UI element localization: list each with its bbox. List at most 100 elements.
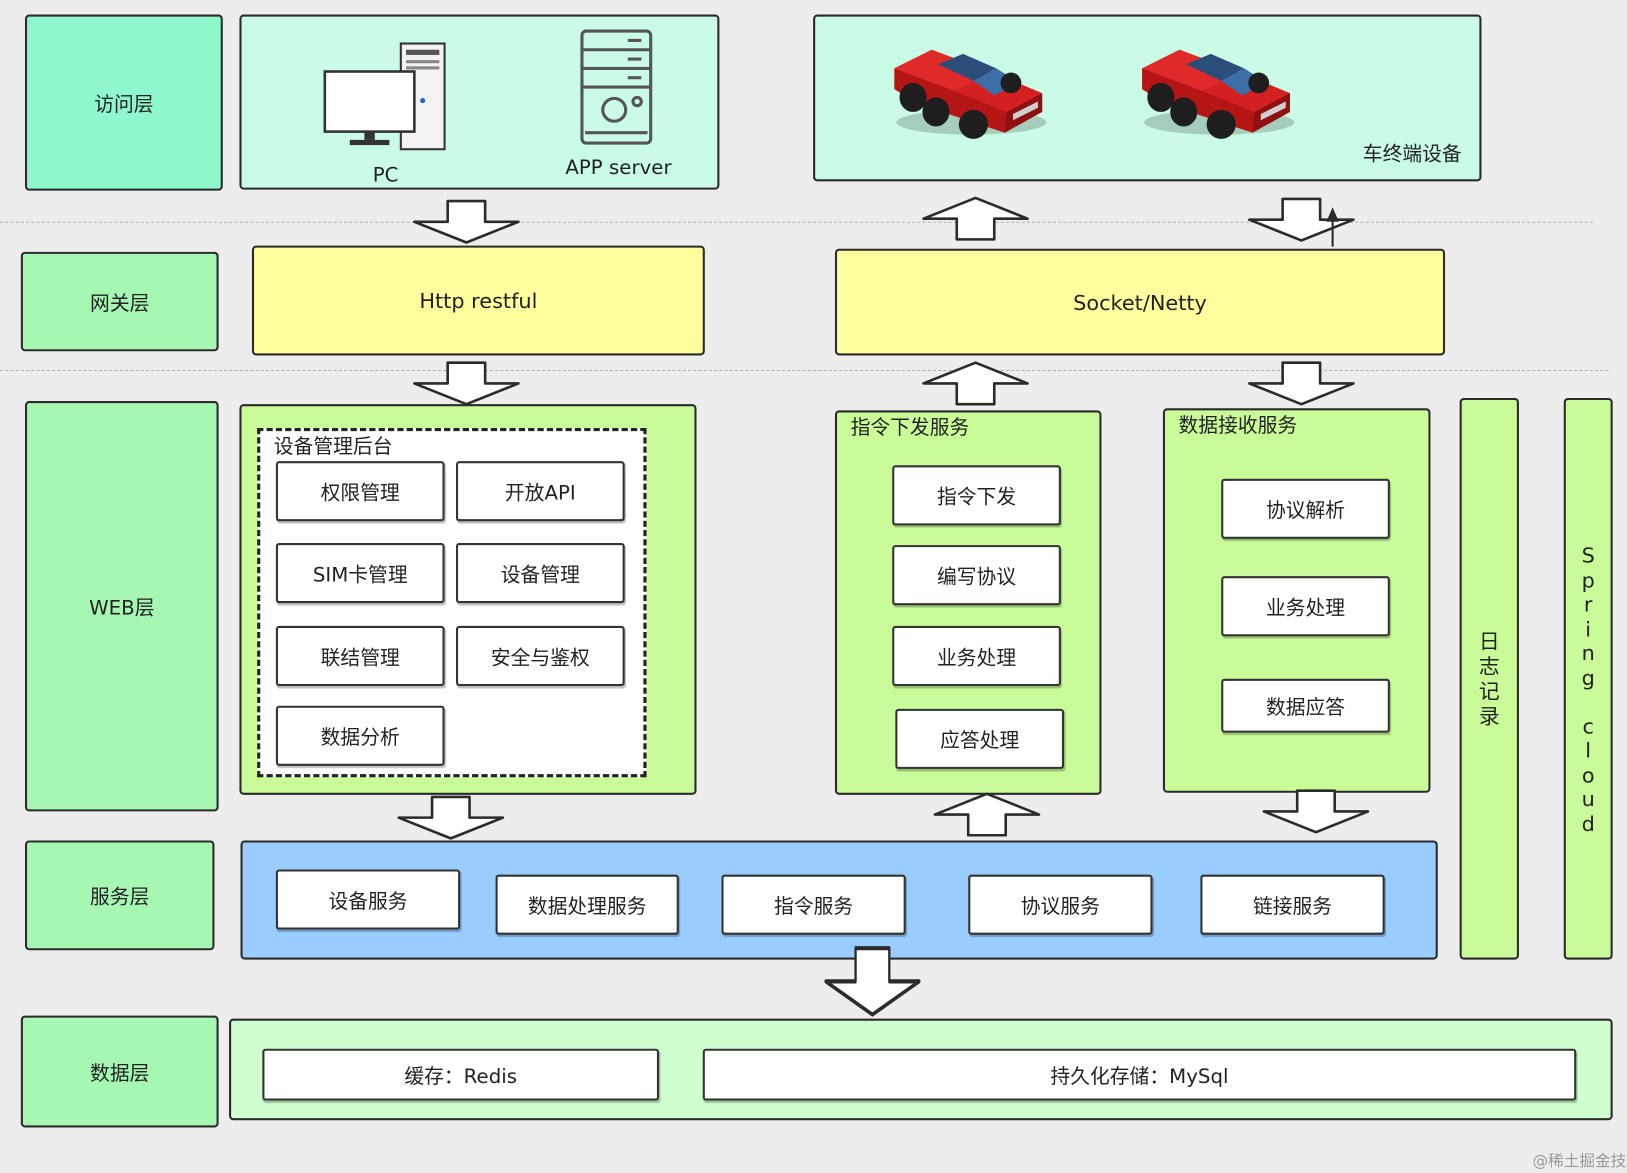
response-processing-label: 应答处理	[940, 729, 1020, 752]
command-service-label: 指令服务	[774, 894, 854, 918]
app-server-label: APP server	[565, 156, 672, 180]
layer-access-label: 访问层	[94, 92, 154, 116]
http-restful-gateway: Http restful	[251, 245, 705, 356]
sim-card-management: SIM卡管理	[275, 543, 445, 604]
spring-char: p	[1581, 567, 1595, 593]
layer-gateway-label: 网关层	[90, 291, 150, 315]
spring-char: g	[1581, 664, 1595, 690]
log-char: 日	[1478, 629, 1500, 654]
layer-data: 数据层	[20, 1015, 219, 1128]
separator-line	[0, 369, 1609, 371]
device-service-label: 设备服务	[328, 889, 408, 913]
socket-netty-gateway: Socket/Netty	[834, 248, 1446, 356]
spring-char: n	[1581, 640, 1595, 666]
data-processing-service-label: 数据处理服务	[527, 894, 647, 918]
protocol-parsing-label: 协议解析	[1265, 498, 1346, 522]
arrow-up-icon	[933, 792, 1041, 837]
command-business-processing: 业务处理	[892, 625, 1061, 687]
log-record-column	[1459, 397, 1519, 960]
arrow-down-icon	[413, 361, 520, 406]
sim-card-management-label: SIM卡管理	[312, 563, 408, 587]
separator-line	[0, 221, 1593, 223]
command-dispatch: 指令下发	[892, 465, 1061, 526]
connection-management-label: 联结管理	[320, 646, 400, 669]
device-management: 设备管理	[456, 543, 625, 604]
write-protocol: 编写协议	[892, 545, 1061, 606]
command-service: 指令服务	[721, 874, 906, 935]
admin-title: 设备管理后台	[273, 435, 393, 459]
server-icon	[580, 29, 653, 145]
arrow-up-icon	[922, 196, 1029, 241]
arrow-down-icon	[397, 795, 505, 840]
layer-data-label: 数据层	[90, 1061, 150, 1085]
cache-redis-label: 缓存：Redis	[404, 1064, 518, 1088]
http-restful-label: Http restful	[419, 288, 538, 313]
arrow-down-icon	[1248, 361, 1355, 406]
spring-char: o	[1581, 762, 1595, 788]
layer-gateway: 网关层	[20, 251, 219, 352]
spring-char: c	[1582, 713, 1594, 739]
link-service-label: 链接服务	[1252, 894, 1333, 918]
data-analysis-label: 数据分析	[320, 725, 400, 749]
arrow-up-icon	[922, 361, 1029, 406]
pc-label: PC	[372, 163, 399, 187]
device-service: 设备服务	[275, 869, 461, 930]
protocol-service: 协议服务	[968, 874, 1153, 935]
open-api-label: 开放API	[504, 481, 576, 505]
protocol-parsing: 协议解析	[1221, 478, 1390, 539]
access-clients-box	[239, 14, 720, 190]
cache-redis: 缓存：Redis	[262, 1048, 660, 1101]
connection-management: 联结管理	[275, 625, 445, 687]
command-service-title: 指令下发服务	[850, 416, 970, 440]
watermark: @稀土掘金技术社区	[1532, 1151, 1627, 1170]
open-api: 开放API	[456, 461, 625, 522]
spring-cloud-text: S p r i n g c l o u d	[1564, 544, 1613, 836]
layer-access: 访问层	[24, 14, 223, 191]
persistent-mysql-label: 持久化存储：MySql	[1050, 1064, 1229, 1088]
spring-char: l	[1585, 737, 1592, 763]
data-response-label: 数据应答	[1265, 695, 1346, 719]
command-business-processing-label: 业务处理	[936, 646, 1017, 669]
data-processing-service: 数据处理服务	[495, 874, 679, 935]
permission-management-label: 权限管理	[320, 481, 400, 505]
spring-char: d	[1581, 810, 1595, 836]
persistent-mysql: 持久化存储：MySql	[702, 1048, 1577, 1101]
arrow-down-icon	[1262, 789, 1370, 834]
log-char: 志	[1478, 653, 1500, 679]
arrow-down-icon	[826, 948, 920, 1014]
layer-web: WEB层	[24, 401, 219, 812]
link-service: 链接服务	[1200, 874, 1385, 935]
data-analysis: 数据分析	[275, 705, 445, 766]
write-protocol-label: 编写协议	[936, 565, 1017, 589]
device-management-label: 设备管理	[500, 563, 580, 587]
spring-char: r	[1583, 591, 1593, 617]
layer-service-label: 服务层	[90, 885, 150, 909]
socket-netty-label: Socket/Netty	[1073, 289, 1207, 315]
receive-business-processing: 业务处理	[1221, 576, 1390, 637]
layer-service: 服务层	[24, 840, 215, 951]
security-auth: 安全与鉴权	[456, 625, 625, 687]
arrow-up-small-icon	[1326, 207, 1339, 247]
response-processing: 应答处理	[895, 708, 1065, 769]
spring-char: i	[1585, 616, 1592, 641]
permission-management: 权限管理	[275, 461, 445, 522]
arrow-down-icon	[413, 199, 520, 244]
layer-web-label: WEB层	[89, 596, 155, 620]
car-icon	[1142, 49, 1295, 139]
pc-icon	[323, 42, 446, 151]
security-auth-label: 安全与鉴权	[490, 646, 590, 669]
receive-service-title: 数据接收服务	[1178, 414, 1298, 438]
command-dispatch-label: 指令下发	[936, 485, 1017, 509]
data-response: 数据应答	[1221, 678, 1390, 733]
spring-char: u	[1581, 786, 1595, 812]
spring-char: S	[1581, 543, 1595, 568]
log-record-text: 日 志 记 录	[1460, 629, 1519, 728]
receive-business-processing-label: 业务处理	[1265, 596, 1346, 620]
car-icon	[894, 49, 1047, 139]
spring-cloud-column	[1563, 397, 1613, 960]
terminal-label: 车终端设备	[1362, 143, 1462, 166]
log-char: 录	[1478, 703, 1500, 729]
protocol-service-label: 协议服务	[1020, 894, 1100, 918]
